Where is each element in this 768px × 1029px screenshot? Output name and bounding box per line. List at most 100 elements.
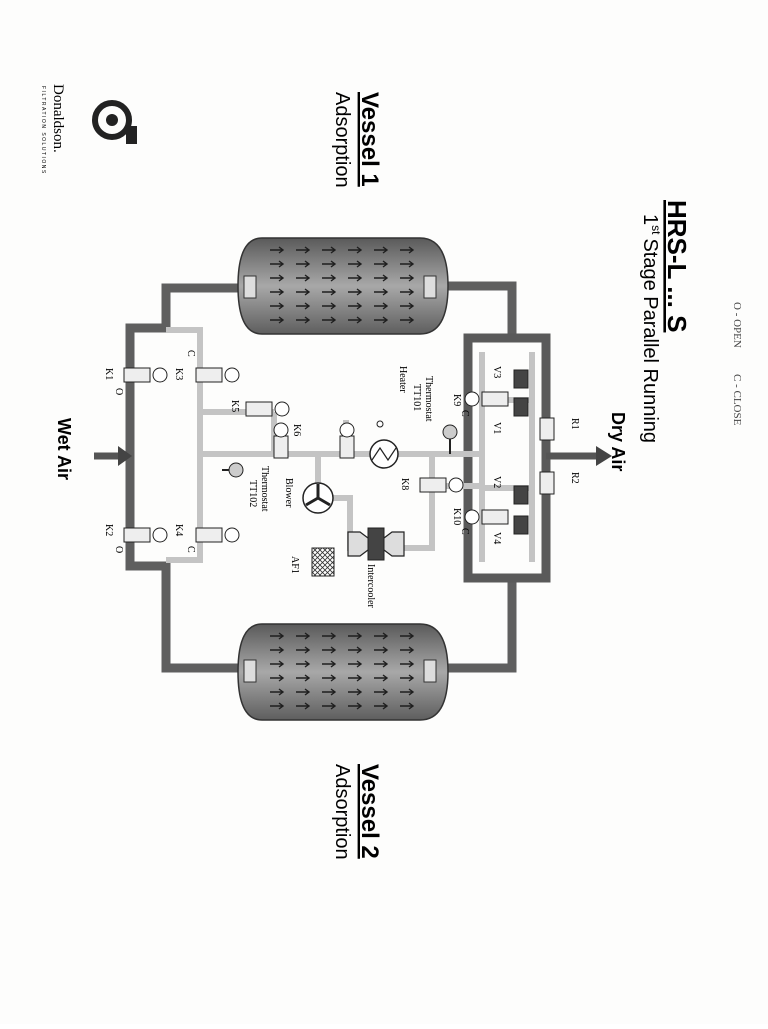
vessel-1-mode-block: Adsorption bbox=[331, 92, 353, 188]
flow-arrow-icon bbox=[400, 674, 415, 682]
flow-arrow-icon bbox=[322, 274, 337, 282]
valve-k1-state: O bbox=[113, 388, 124, 395]
flow-arrow-icon bbox=[348, 646, 363, 654]
flow-arrow-icon bbox=[322, 302, 337, 310]
flow-arrow-icon bbox=[270, 288, 285, 296]
flow-arrow-icon bbox=[296, 302, 311, 310]
thermostat-tt102-label: Thermostat bbox=[259, 466, 270, 512]
flow-arrow-icon bbox=[270, 674, 285, 682]
flow-arrow-icon bbox=[348, 274, 363, 282]
actuator-icon bbox=[224, 367, 240, 383]
vessel-2 bbox=[237, 623, 449, 721]
flow-arrow-icon bbox=[322, 688, 337, 696]
vessel-2-mode-block: Adsorption bbox=[331, 764, 353, 860]
actuator-icon bbox=[448, 477, 464, 493]
flow-arrow-icon bbox=[296, 674, 311, 682]
actuator-icon bbox=[339, 422, 355, 438]
flow-arrow-icon bbox=[296, 274, 311, 282]
flow-arrow-icon bbox=[296, 660, 311, 668]
flow-arrow-icon bbox=[348, 702, 363, 710]
flow-arrow-icon bbox=[374, 660, 389, 668]
valve-group: K1 O K3 C K2 O K4 C K5 bbox=[103, 350, 580, 553]
valve-r2-label: R2 bbox=[569, 472, 580, 484]
flow-arrow-icon bbox=[400, 702, 415, 710]
flow-arrow-icon bbox=[348, 688, 363, 696]
diagram-title: HRS-L ... S bbox=[662, 200, 692, 332]
flow-arrow-icon bbox=[400, 274, 415, 282]
valve-k5-label: K5 bbox=[229, 400, 240, 412]
flow-arrow-icon bbox=[322, 246, 337, 254]
valve-r1: R1 bbox=[539, 417, 580, 441]
flow-arrow-icon bbox=[400, 646, 415, 654]
arrow-right-icon bbox=[596, 446, 612, 466]
flow-arrow-icon bbox=[400, 660, 415, 668]
valve-v2: V2 bbox=[491, 476, 529, 505]
flow-arrow-icon bbox=[270, 302, 285, 310]
flow-arrow-icon bbox=[374, 302, 389, 310]
flow-arrow-icon bbox=[322, 702, 337, 710]
valve-heater-inlet bbox=[339, 422, 355, 459]
flow-arrow-icon bbox=[270, 632, 285, 640]
thermostat-icon bbox=[228, 462, 244, 478]
flow-arrow-icon bbox=[296, 688, 311, 696]
thermostat-tt101-label: Thermostat bbox=[423, 376, 434, 422]
vessel-1-title-block: Vessel 1 bbox=[356, 92, 383, 187]
flow-arrow-icon bbox=[400, 688, 415, 696]
subtitle-number: 1 bbox=[639, 214, 661, 225]
header-title-block: HRS-L ... S bbox=[662, 200, 692, 332]
actuator-icon bbox=[274, 401, 290, 417]
valve-k8-label: K8 bbox=[399, 478, 410, 490]
flow-arrow-icon bbox=[296, 288, 311, 296]
flow-arrow-icon bbox=[400, 246, 415, 254]
actuator-icon bbox=[152, 367, 168, 383]
flow-arrow-icon bbox=[322, 674, 337, 682]
flow-arrow-icon bbox=[296, 246, 311, 254]
vessel-2-inlet-nozzle bbox=[243, 659, 257, 683]
dry-air-arrow bbox=[546, 446, 612, 466]
flow-arrow-icon bbox=[270, 274, 285, 282]
thermostat-tt101: Thermostat TT101 bbox=[411, 376, 458, 454]
wet-air-label-block: Wet Air bbox=[54, 418, 74, 480]
valve-k1: K1 O bbox=[103, 367, 168, 395]
valve-k6-label: K6 bbox=[291, 424, 302, 436]
flow-arrow-icon bbox=[400, 260, 415, 268]
flow-arrow-icon bbox=[296, 316, 311, 324]
flow-arrow-icon bbox=[374, 288, 389, 296]
valve-r2: R2 bbox=[539, 471, 580, 495]
valve-k9-state: C bbox=[459, 410, 470, 417]
flow-arrow-icon bbox=[270, 260, 285, 268]
subtitle-rest: Stage Parallel Running bbox=[639, 238, 661, 443]
flow-arrow-icon bbox=[296, 260, 311, 268]
flow-arrow-icon bbox=[374, 688, 389, 696]
flow-arrow-icon bbox=[322, 646, 337, 654]
valve-k10-state: C bbox=[459, 528, 470, 535]
brand-name: Donaldson. bbox=[50, 84, 66, 153]
flow-arrow-icon bbox=[270, 646, 285, 654]
vessel-1-inlet-nozzle bbox=[243, 275, 257, 299]
flow-arrow-icon bbox=[322, 632, 337, 640]
vessel-2-title-block: Vessel 2 bbox=[356, 764, 383, 859]
logo-tab-icon bbox=[126, 126, 137, 144]
blower: Blower bbox=[283, 478, 334, 514]
valve-k2-label: K2 bbox=[103, 524, 114, 536]
valve-k1-label: K1 bbox=[103, 368, 114, 380]
valve-k6: K6 bbox=[273, 422, 302, 459]
valve-k4: K4 C bbox=[173, 524, 240, 553]
logo-core-icon bbox=[106, 114, 118, 126]
valve-k10-label: K10 bbox=[451, 508, 462, 525]
vessel-1-title: Vessel 1 bbox=[356, 92, 383, 187]
intercooler: Intercooler bbox=[347, 527, 405, 609]
flow-arrow-icon bbox=[374, 646, 389, 654]
diagram-subtitle: 1stStage Parallel Running bbox=[639, 214, 663, 443]
blower-label: Blower bbox=[283, 478, 294, 508]
heater-label: Heater bbox=[397, 366, 408, 393]
valve-k9-label: K9 bbox=[451, 394, 462, 406]
valve-r1-label: R1 bbox=[569, 418, 580, 430]
actuator-icon bbox=[464, 391, 480, 407]
valve-v2-label: V2 bbox=[491, 476, 502, 488]
main-pipework bbox=[125, 281, 517, 673]
header-subtitle-block: 1stStage Parallel Running bbox=[639, 214, 663, 443]
flow-arrow-icon bbox=[348, 632, 363, 640]
valve-k10: K10 C bbox=[451, 508, 509, 535]
